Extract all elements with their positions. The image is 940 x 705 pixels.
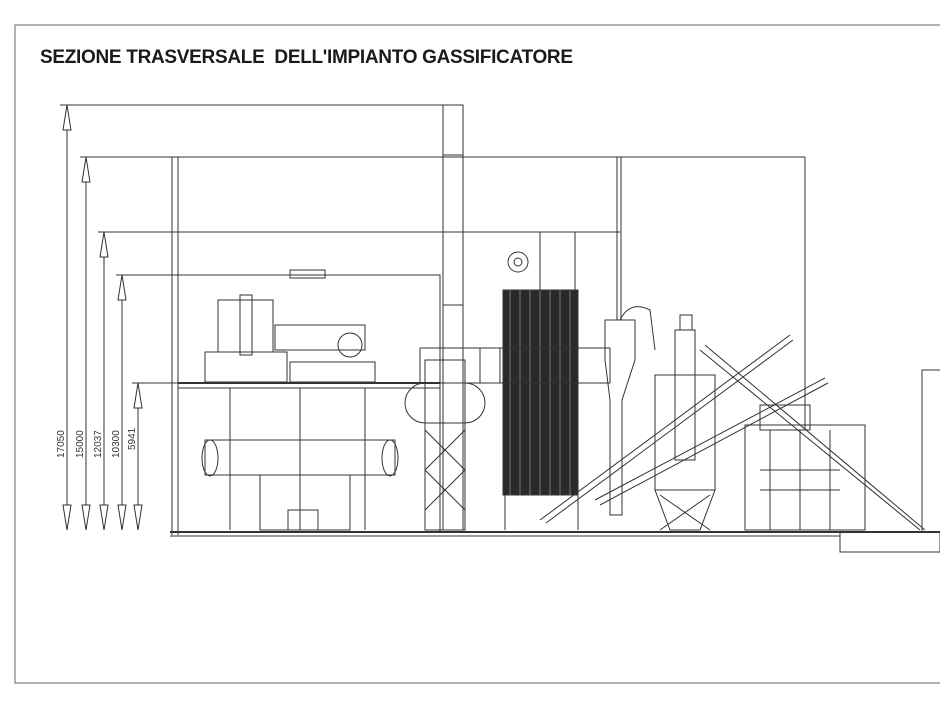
dimension-label: 5941 xyxy=(127,427,138,450)
building-frame xyxy=(170,156,940,553)
dimension-label: 17050 xyxy=(56,430,67,458)
cyclones-and-conveyors xyxy=(539,306,926,531)
dimension-label: 12037 xyxy=(93,430,104,458)
dimension-label: 10300 xyxy=(111,430,122,458)
dimension-label: 15000 xyxy=(75,430,86,458)
drawing-title: SEZIONE TRASVERSALE DELL'IMPIANTO GASSIF… xyxy=(40,47,573,68)
sheet-border xyxy=(14,24,940,684)
gasifier-reactor xyxy=(479,231,611,530)
dimension-lines: 17050 15000 12037 10300 5941 xyxy=(56,104,620,531)
chimney xyxy=(404,104,501,531)
generator-platform xyxy=(178,269,440,531)
